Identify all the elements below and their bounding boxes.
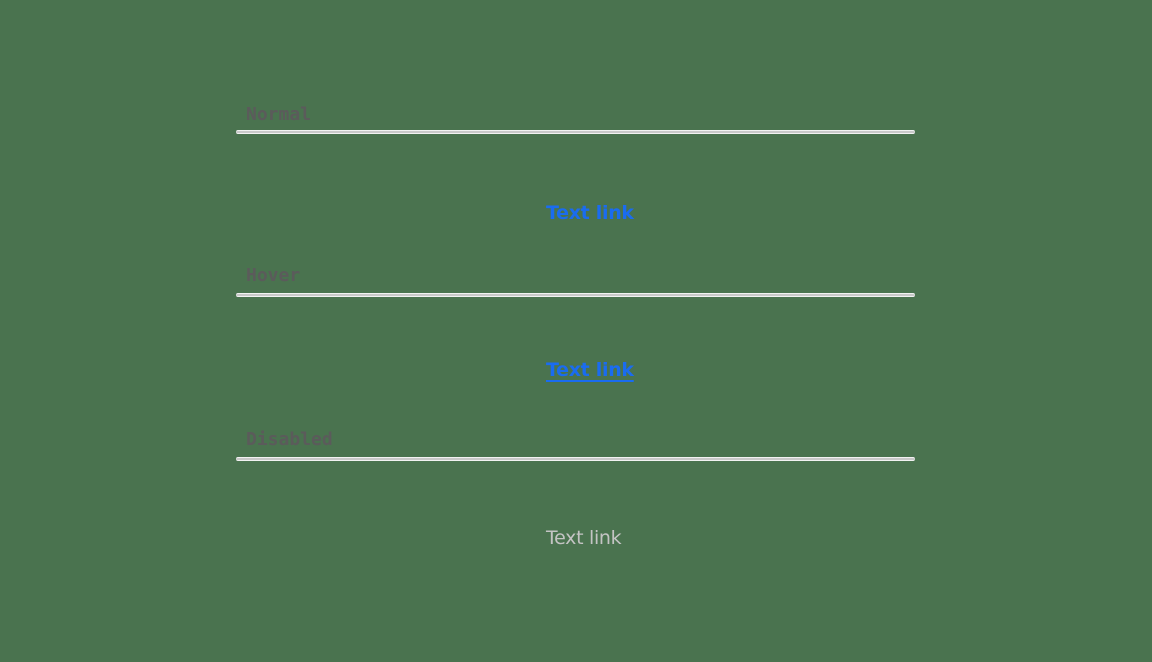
- text-link-hover[interactable]: Text link: [546, 359, 634, 381]
- section-label-disabled: Disabled: [246, 429, 333, 450]
- divider: [236, 457, 915, 461]
- section-label-normal: Normal: [246, 104, 312, 125]
- section-label-hover: Hover: [246, 265, 301, 286]
- text-link-disabled: Text link: [546, 527, 622, 549]
- text-link-normal[interactable]: Text link: [546, 202, 634, 224]
- divider: [236, 130, 915, 134]
- divider: [236, 293, 915, 297]
